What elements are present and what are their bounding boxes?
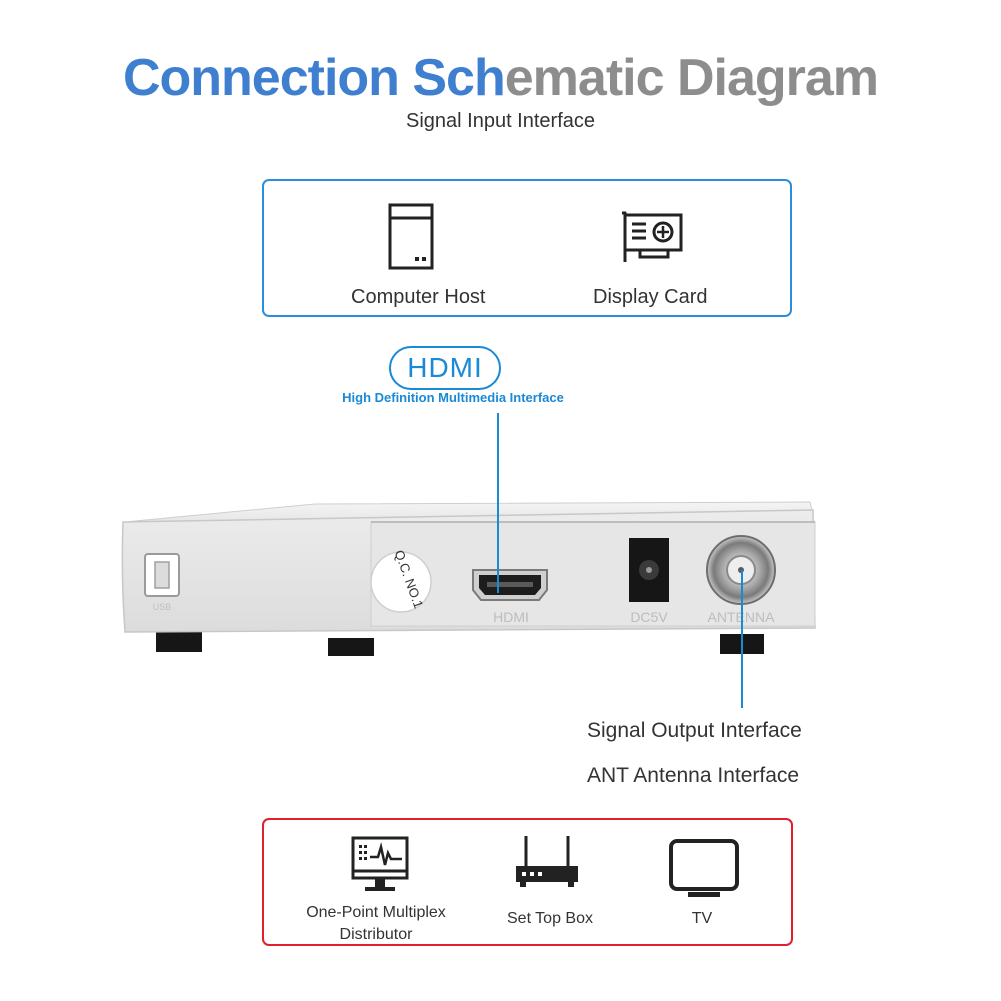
svg-text:USB: USB [153,602,172,612]
hdmi-badge: HDMI [389,346,501,390]
output-device-label: TV [691,910,713,927]
hdmi-converter-device: USB Q.C. NO.1 HDMI DC5V ANTENNA [121,501,816,656]
router-box-icon [516,836,578,887]
dc-port-label: DC5V [630,609,668,625]
signal-output-heading: Signal Output Interface [587,719,802,742]
diagram-title: Connection Schematic Diagram [0,48,1001,108]
signal-input-heading: Signal Input Interface [405,110,595,132]
hdmi-connector-line [497,413,499,593]
input-device-label: Display Card [593,286,708,308]
antenna-interface-heading: ANT Antenna Interface [587,764,800,787]
antenna-connector-line [741,570,743,708]
tv-icon [669,839,739,897]
input-device-label: Computer Host [351,286,486,308]
hdmi-port-label: HDMI [493,609,529,625]
output-device-label: Set Top Box [507,910,593,927]
computer-tower-icon [388,203,434,270]
hdmi-caption: High Definition Multimedia Interface [342,390,564,405]
title-part-1: Connection Sch [122,49,506,107]
title-part-2: ematic Diagram [504,49,879,107]
graphics-card-icon [622,211,683,262]
input-devices-box [262,179,792,317]
monitor-signal-icon [351,836,409,891]
output-devices-box [262,818,793,946]
output-device-label: One-Point Multiplex Distributor [306,904,446,943]
